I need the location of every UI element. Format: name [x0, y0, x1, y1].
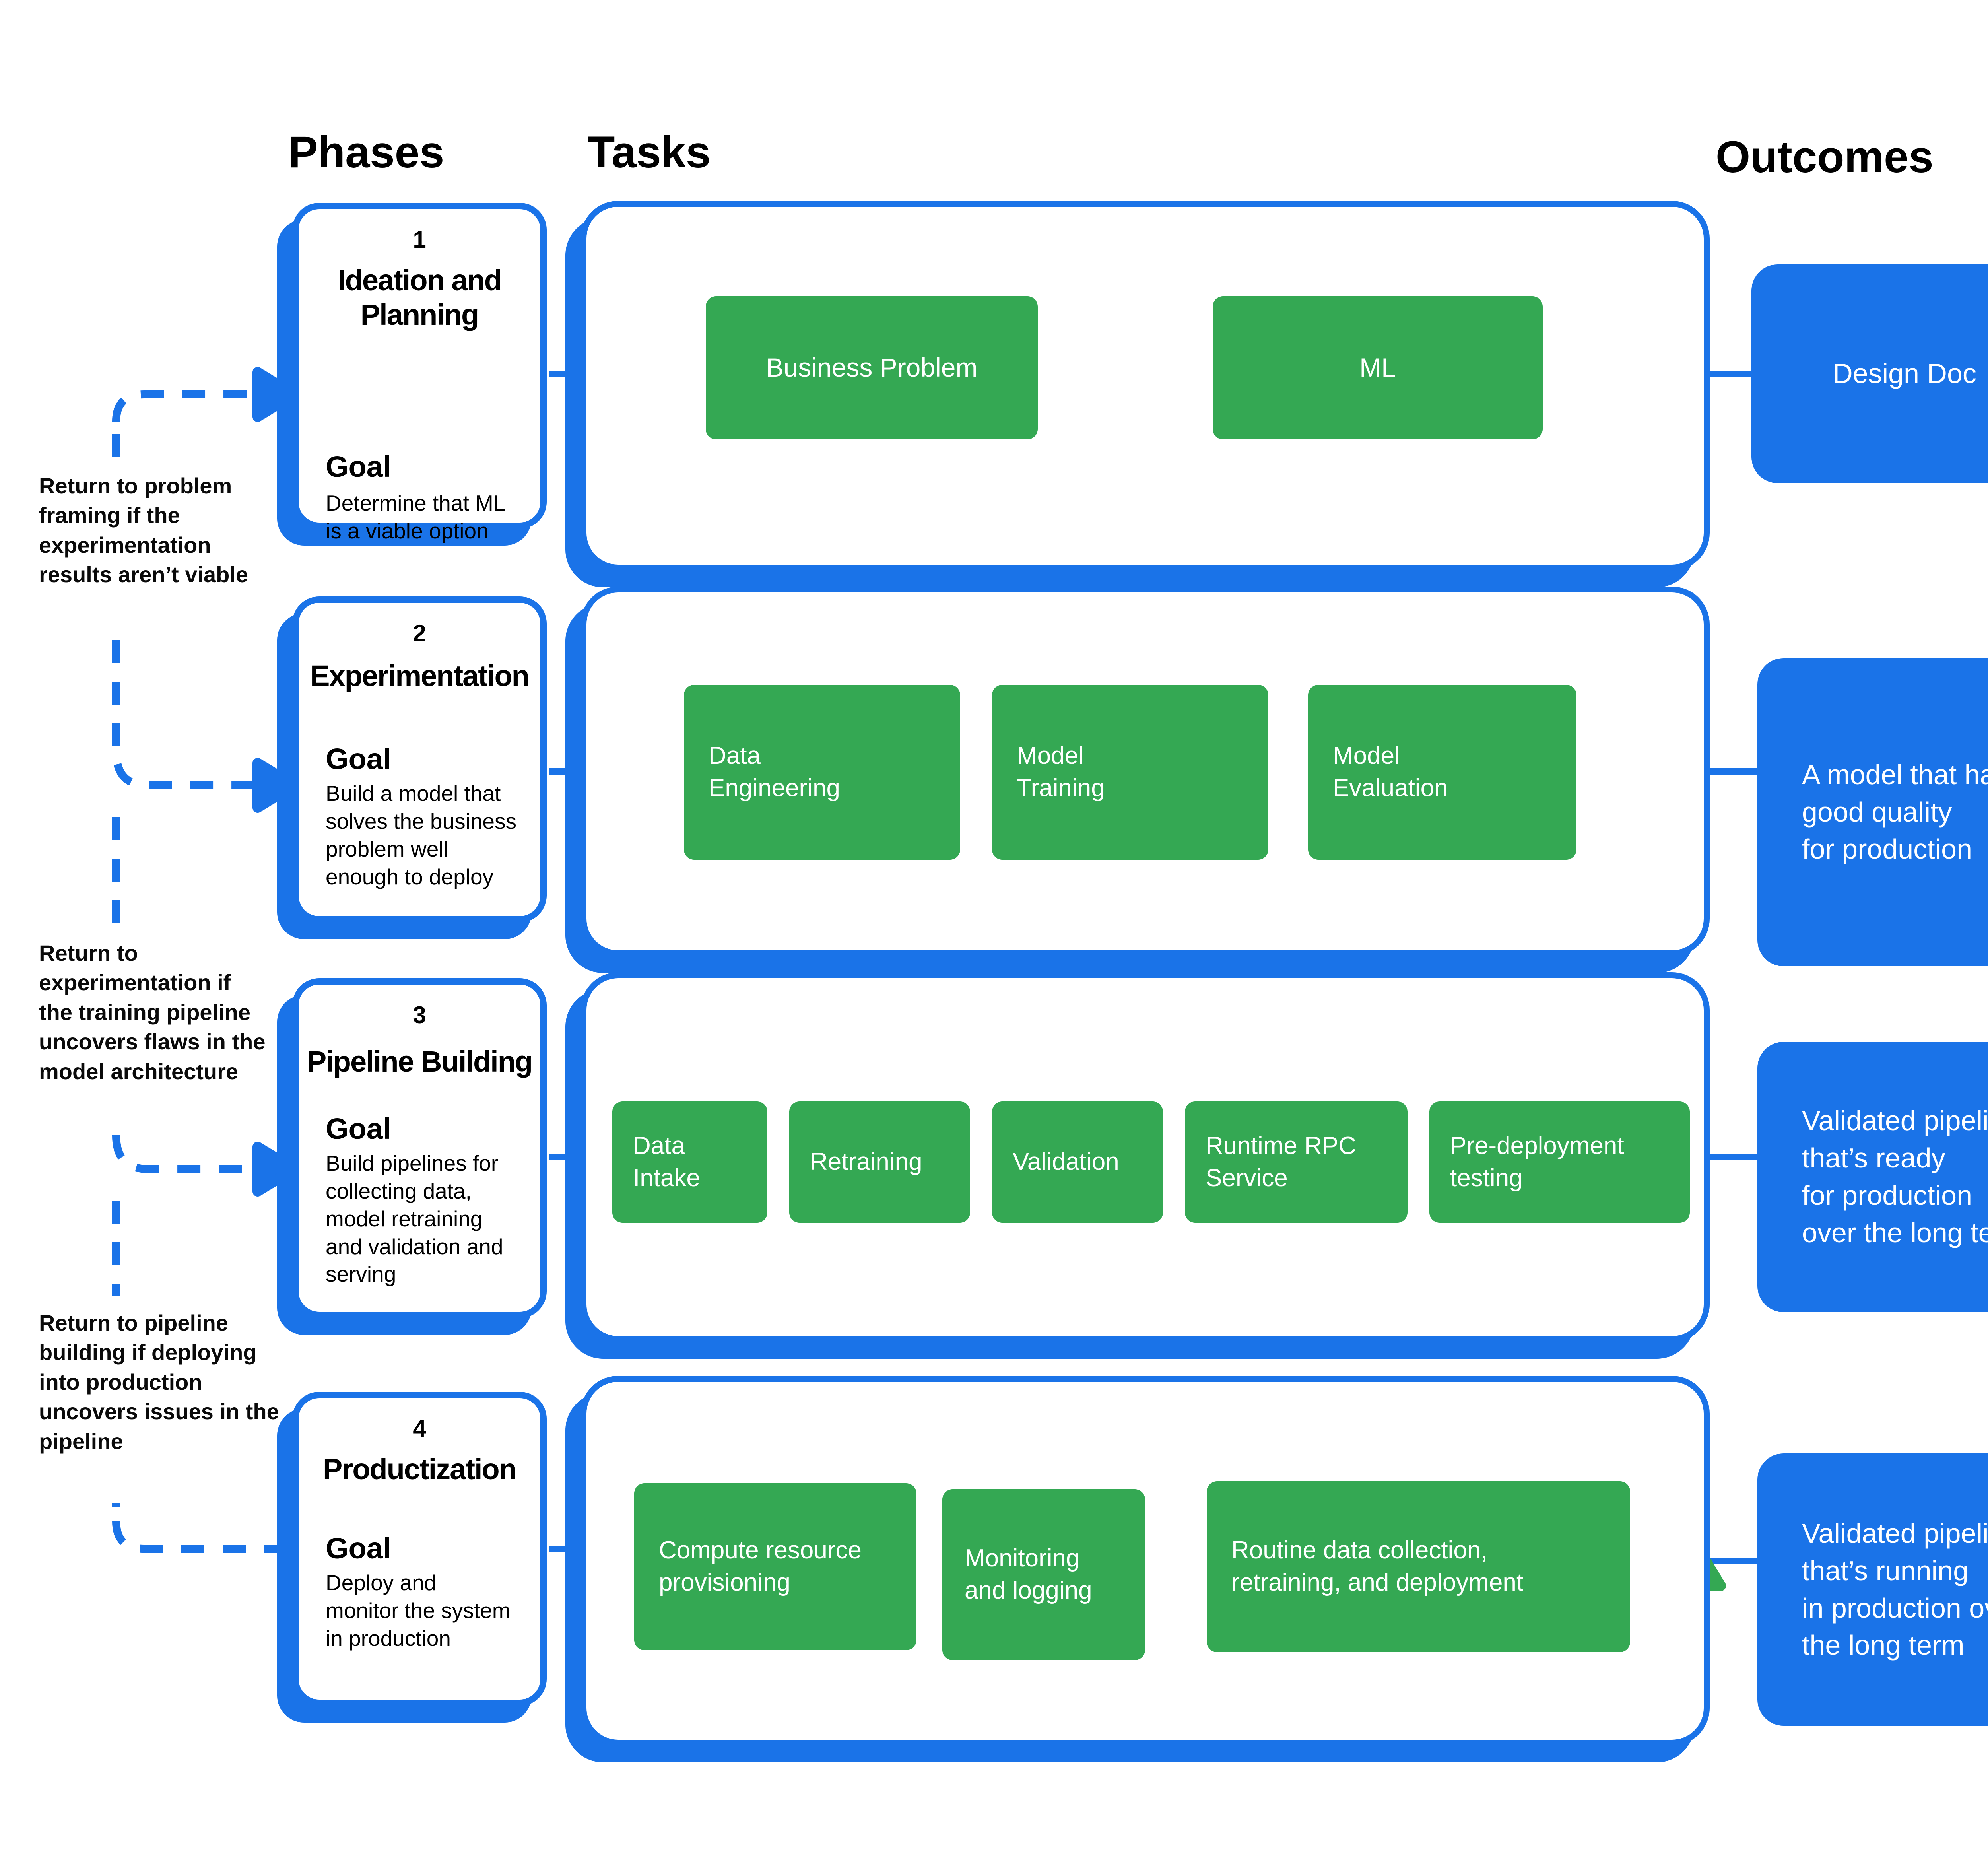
- task-predeployment-testing: Pre-deployment testing: [1429, 1101, 1690, 1223]
- outcome-validated-pipeline-running: Validated pipeline that’s running in pro…: [1757, 1453, 1988, 1726]
- phase-title: Ideation and Planning: [338, 264, 502, 332]
- phase-number: 1: [413, 226, 426, 253]
- goal-label: Goal: [326, 1112, 391, 1145]
- return-path-seg-c: [112, 1135, 254, 1173]
- note-return-experimentation: Return to experimentation if the trainin…: [39, 940, 266, 1084]
- phase-title: Productization: [323, 1453, 517, 1486]
- task-model-evaluation: Model Evaluation: [1308, 685, 1576, 860]
- task-retraining: Retraining: [789, 1101, 970, 1223]
- return-arrow-phase3-icon: [252, 1142, 299, 1197]
- phase-title: Experimentation: [310, 659, 530, 692]
- goal-label: Goal: [326, 742, 391, 775]
- goal-label: Goal: [326, 1532, 391, 1565]
- task-routine-collection-retraining-deployment: Routine data collection, retraining, and…: [1207, 1481, 1630, 1652]
- return-path-seg-a: [112, 640, 254, 789]
- task-validation: Validation: [992, 1101, 1163, 1223]
- task-data-engineering: Data Engineering: [684, 685, 960, 860]
- phase-number: 3: [413, 1002, 426, 1028]
- phase-number: 4: [413, 1415, 426, 1442]
- task-business-problem: Business Problem: [706, 296, 1038, 439]
- phase-card-experimentation: 2 Experimentation Goal Build a model tha…: [292, 596, 547, 923]
- goal-description: Determine that ML is a viable option: [326, 491, 506, 543]
- task-runtime-rpc-service: Runtime RPC Service: [1185, 1101, 1408, 1223]
- goal-description: Deploy and monitor the system in product…: [326, 1570, 511, 1651]
- goal-description: Build a model that solves the business p…: [326, 781, 516, 889]
- task-data-intake: Data Intake: [612, 1101, 767, 1223]
- tasks-column-header: Tasks: [588, 127, 711, 177]
- task-ml: ML: [1213, 296, 1543, 439]
- phases-column-header: Phases: [288, 127, 445, 177]
- outcome-design-doc: Design Doc: [1751, 264, 1988, 483]
- outcomes-column-header: Outcomes: [1716, 132, 1934, 182]
- return-path-main: [112, 390, 287, 1553]
- outcome-model-good-quality: A model that has good quality for produc…: [1757, 658, 1988, 966]
- goal-description: Build pipelines for collecting data, mod…: [326, 1151, 503, 1287]
- return-arrow-phase1-icon: [252, 367, 299, 422]
- return-arrow-phase2-icon: [252, 758, 299, 813]
- task-compute-resource-provisioning: Compute resource provisioning: [634, 1483, 916, 1650]
- phase-number: 2: [413, 620, 426, 647]
- row-connector-lines: [549, 371, 1759, 1564]
- phase-title: Pipeline Building: [307, 1045, 533, 1078]
- note-return-pipeline-building: Return to pipeline building if deploying…: [39, 1310, 279, 1454]
- task-monitoring-logging: Monitoring and logging: [942, 1489, 1145, 1660]
- outcome-validated-pipeline-ready: Validated pipeline that’s ready for prod…: [1757, 1042, 1988, 1312]
- phase-card-pipeline-building: 3 Pipeline Building Goal Build pipelines…: [292, 978, 547, 1318]
- goal-label: Goal: [326, 450, 391, 483]
- task-model-training: Model Training: [992, 685, 1268, 860]
- phase-card-productization: 4 Productization Goal Deploy and monitor…: [292, 1392, 547, 1706]
- note-return-problem-framing: Return to problem framing if the experim…: [39, 473, 248, 587]
- phase-card-ideation-planning: 1 Ideation and Planning Goal Determine t…: [292, 203, 547, 543]
